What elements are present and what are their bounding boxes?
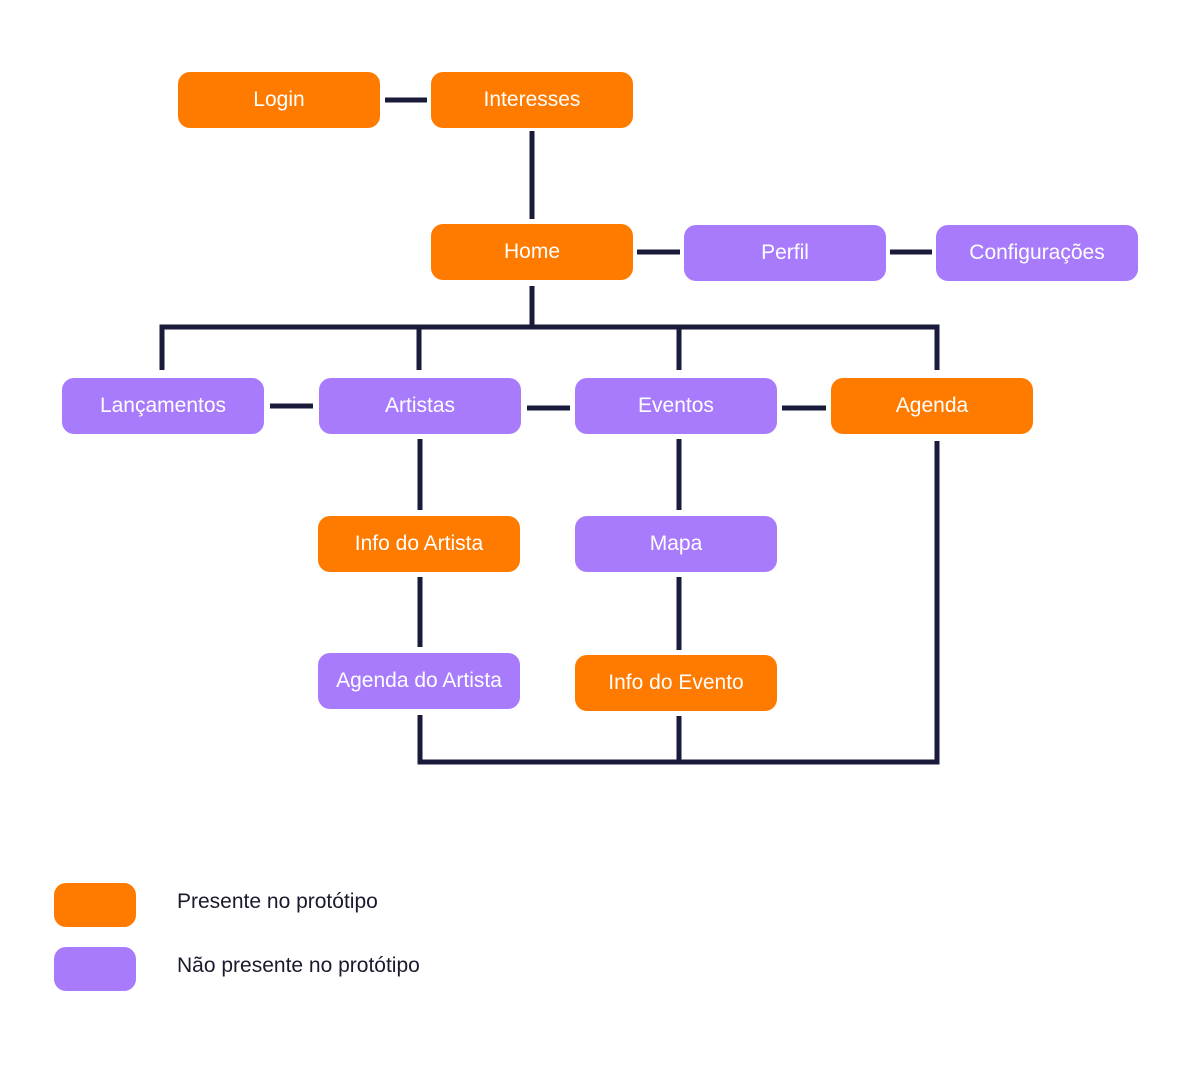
- node-artistas: Artistas: [319, 378, 521, 434]
- node-agenda-artista: Agenda do Artista: [318, 653, 520, 709]
- legend-label-present: Presente no protótipo: [177, 890, 378, 913]
- node-mapa: Mapa: [575, 516, 777, 572]
- node-login: Login: [178, 72, 380, 128]
- node-agenda: Agenda: [831, 378, 1033, 434]
- legend-swatch-present: [54, 883, 136, 927]
- node-info-artista: Info do Artista: [318, 516, 520, 572]
- node-info-evento: Info do Evento: [575, 655, 777, 711]
- legend-swatch-absent: [54, 947, 136, 991]
- node-lancamentos: Lançamentos: [62, 378, 264, 434]
- legend-label-absent: Não presente no protótipo: [177, 954, 420, 977]
- node-eventos: Eventos: [575, 378, 777, 434]
- node-interesses: Interesses: [431, 72, 633, 128]
- node-perfil: Perfil: [684, 225, 886, 281]
- link-branch-bar: [159, 324, 940, 370]
- node-configuracoes: Configurações: [936, 225, 1138, 281]
- node-home: Home: [431, 224, 633, 280]
